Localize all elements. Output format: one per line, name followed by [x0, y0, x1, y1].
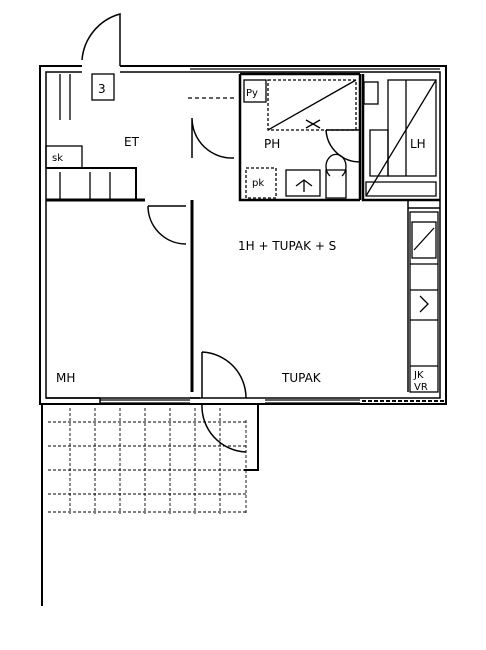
kitchen-sink: [411, 221, 437, 259]
label-tupak: TUPAK: [281, 371, 322, 385]
window-bottom-right: [265, 399, 360, 404]
sink-tap: [295, 179, 313, 192]
sauna-bench-lower: [365, 181, 437, 197]
exterior-walls: [39, 65, 447, 471]
py-box: [243, 79, 267, 103]
room-labels: ET PH LH MH 1H + TUPAK + S TUPAK: [56, 135, 426, 385]
label-mh: MH: [56, 371, 75, 385]
balcony-grid: [48, 408, 247, 514]
interior-walls: [46, 72, 440, 392]
door-number-box: [91, 73, 115, 101]
et-door: [191, 117, 235, 159]
stove-symbol: [419, 295, 429, 313]
bath-outlet: [363, 81, 379, 105]
lh-fixtures: [365, 79, 437, 197]
label-et: ET: [124, 135, 140, 149]
terrace-door: [201, 351, 247, 453]
label-jk: JK: [413, 370, 424, 381]
window-bottom-left: [100, 399, 190, 404]
label-living-kitchen: 1H + TUPAK + S: [238, 239, 336, 253]
label-vr: VR: [414, 382, 428, 393]
kitchen-sink-cross: [413, 227, 435, 251]
closet-panels: [59, 172, 111, 200]
kitchen-fixtures: [409, 211, 439, 393]
shelf-sk: [45, 145, 83, 169]
bathroom-fixtures: [243, 79, 379, 199]
kitchen-cabinet-lines: [410, 263, 438, 367]
toilet: [325, 153, 347, 199]
shower-diagonal: [267, 79, 357, 131]
entrance-fixtures: [45, 73, 236, 200]
shower-cross: [305, 119, 321, 129]
sauna-stove: [369, 129, 389, 177]
label-lh: LH: [410, 137, 426, 151]
wall-kitchen: [407, 200, 440, 392]
wall-ph-outline: [238, 72, 440, 202]
label-py: Py: [246, 88, 258, 99]
sauna-bench: [387, 79, 437, 177]
fixture-labels: sk Py pk 3 JK VR: [52, 82, 428, 393]
mh-door: [147, 205, 187, 245]
outer-wall-line: [39, 65, 447, 471]
closet-hanger: [59, 74, 71, 120]
label-door-number: 3: [98, 82, 106, 96]
sink: [285, 169, 321, 197]
bottom-wall-segment: [46, 397, 200, 404]
entrance-door: [81, 13, 121, 66]
pk-box: [245, 167, 277, 199]
balcony: [41, 404, 247, 606]
kitchen-counter: [409, 211, 439, 393]
label-pk: pk: [252, 178, 264, 189]
label-ph: PH: [264, 137, 280, 151]
label-sk: sk: [52, 153, 63, 164]
inner-wall-line: [45, 71, 441, 399]
shower-area: [267, 79, 357, 131]
sauna-diagonal: [365, 79, 437, 197]
